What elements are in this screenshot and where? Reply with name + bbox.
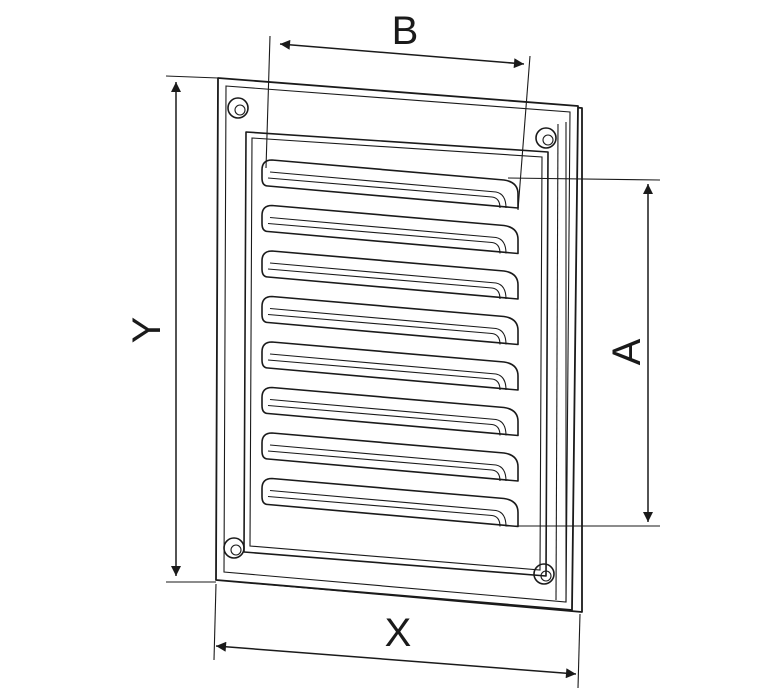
screw-hole-bottom-left bbox=[223, 537, 245, 559]
screw-hole-bottom-right bbox=[533, 563, 555, 585]
louver bbox=[261, 386, 519, 437]
louver bbox=[261, 159, 519, 209]
dimension-a-label: A bbox=[605, 338, 649, 365]
dimension-x: X bbox=[213, 583, 581, 689]
louver bbox=[261, 295, 519, 346]
louver bbox=[261, 204, 519, 255]
louver bbox=[261, 432, 519, 482]
screw-hole-top-right bbox=[535, 127, 557, 149]
screw-holes bbox=[223, 97, 557, 585]
frame-plate bbox=[215, 77, 579, 611]
dimension-x-label: X bbox=[385, 611, 412, 655]
dimension-y-label: Y bbox=[125, 317, 169, 344]
screw-hole-top-left bbox=[227, 97, 249, 119]
louver bbox=[261, 250, 519, 300]
louver bbox=[261, 341, 519, 391]
dimension-a: A bbox=[506, 177, 661, 527]
louver bbox=[261, 477, 519, 528]
dimension-b: B bbox=[265, 9, 531, 211]
grille-opening bbox=[243, 131, 549, 577]
louvers bbox=[261, 159, 519, 528]
dimension-b-label: B bbox=[392, 9, 419, 53]
dimension-y: Y bbox=[125, 75, 219, 583]
